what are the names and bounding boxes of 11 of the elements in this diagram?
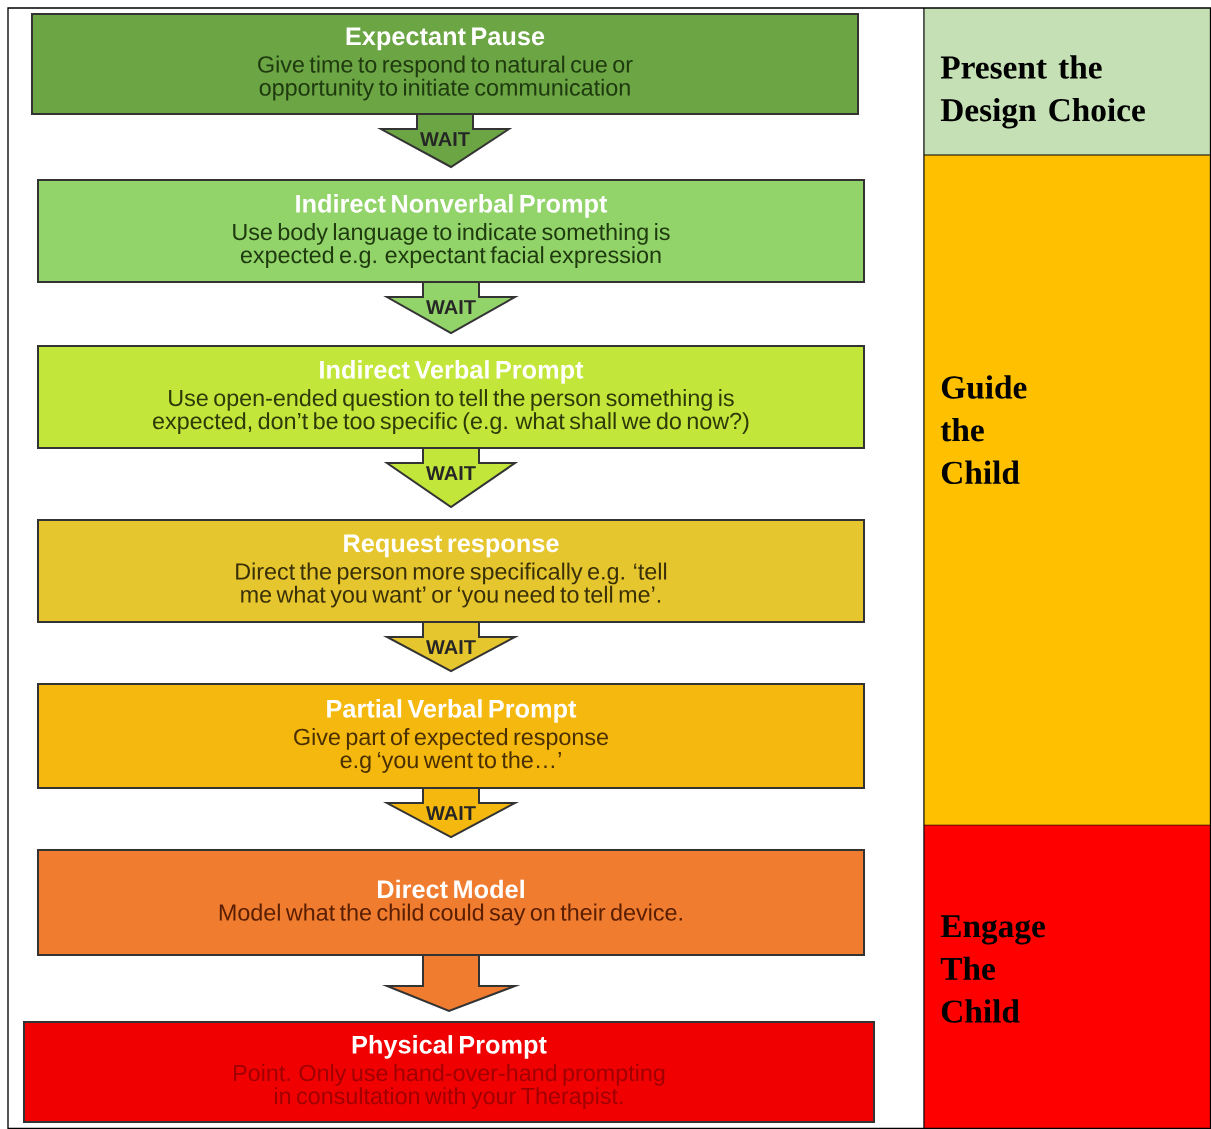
- step-box: Indirect Verbal Prompt Use open-ended question to tell the person something is expected, don’t be too specific (e.g. what shall we do now?): [37, 345, 865, 449]
- category-cell: Guide the Child: [924, 155, 1211, 825]
- step-box: Request response Direct the person more specifically e.g. ‘tell me what you want’ or ‘you need to tell me’.: [37, 519, 865, 623]
- step-box: Expectant Pause Give time to respond to natural cue or opportunity to initiate communication: [31, 13, 859, 115]
- step-box: Direct Model Model what the child could say on their device.: [37, 849, 865, 956]
- step-box: Physical Prompt Point. Only use hand-over-hand prompting in consultation with your Therapist.: [23, 1021, 875, 1123]
- step-box: Indirect Nonverbal Prompt Use body language to indicate something is expected e.g. expectant facial expression: [37, 179, 865, 283]
- category-cell: Engage The Child: [924, 825, 1211, 1129]
- step-box: Partial Verbal Prompt Give part of expected response e.g ‘you went to the…’: [37, 683, 865, 789]
- block-arrow: [381, 955, 521, 1013]
- category-cell: Present the Design Choice: [924, 8, 1211, 155]
